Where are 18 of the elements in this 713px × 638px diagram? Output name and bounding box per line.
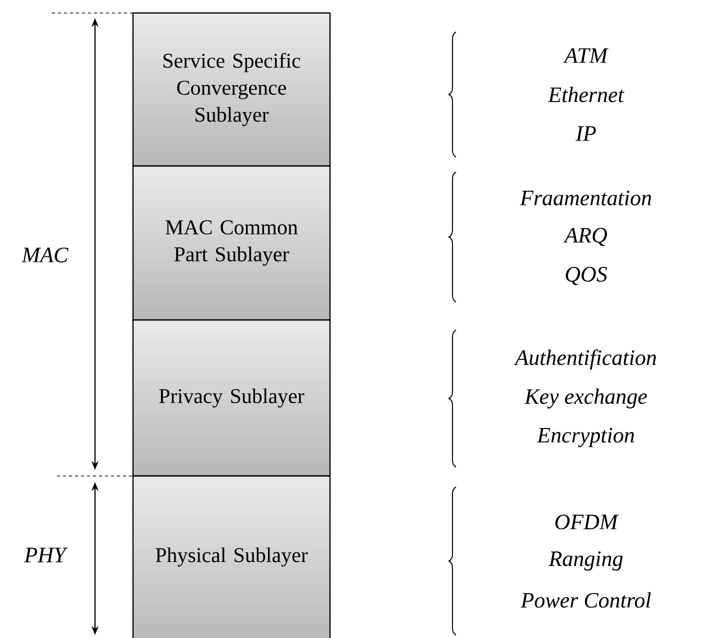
layer-label: MAC — [22, 248, 68, 262]
layer-function: Key exchange — [524, 388, 647, 409]
layer-function: Authentification — [514, 349, 656, 370]
layer-function: IP — [576, 126, 596, 141]
layer-function: Encryption — [536, 428, 634, 448]
layer-function: Ethernet — [548, 86, 624, 102]
layer-function: Ranging — [548, 551, 623, 571]
layer-box: Physical Sublayer — [132, 475, 331, 638]
layer-label: PHY — [24, 548, 68, 562]
layer-function: Power Control — [520, 592, 651, 608]
layer-function: ATM — [563, 48, 609, 63]
layer-box: Privacy Sublayer — [132, 319, 331, 477]
layer-function: Fraamentation — [520, 190, 652, 206]
layer-function: ARQ — [563, 228, 607, 246]
layer-box: MAC Common Part Sublayer — [132, 165, 331, 321]
layer-function: OFDM — [555, 514, 619, 530]
layer-function: QOS — [566, 266, 608, 286]
layer-box: Service Specific Convergence Sublayer — [132, 12, 331, 167]
